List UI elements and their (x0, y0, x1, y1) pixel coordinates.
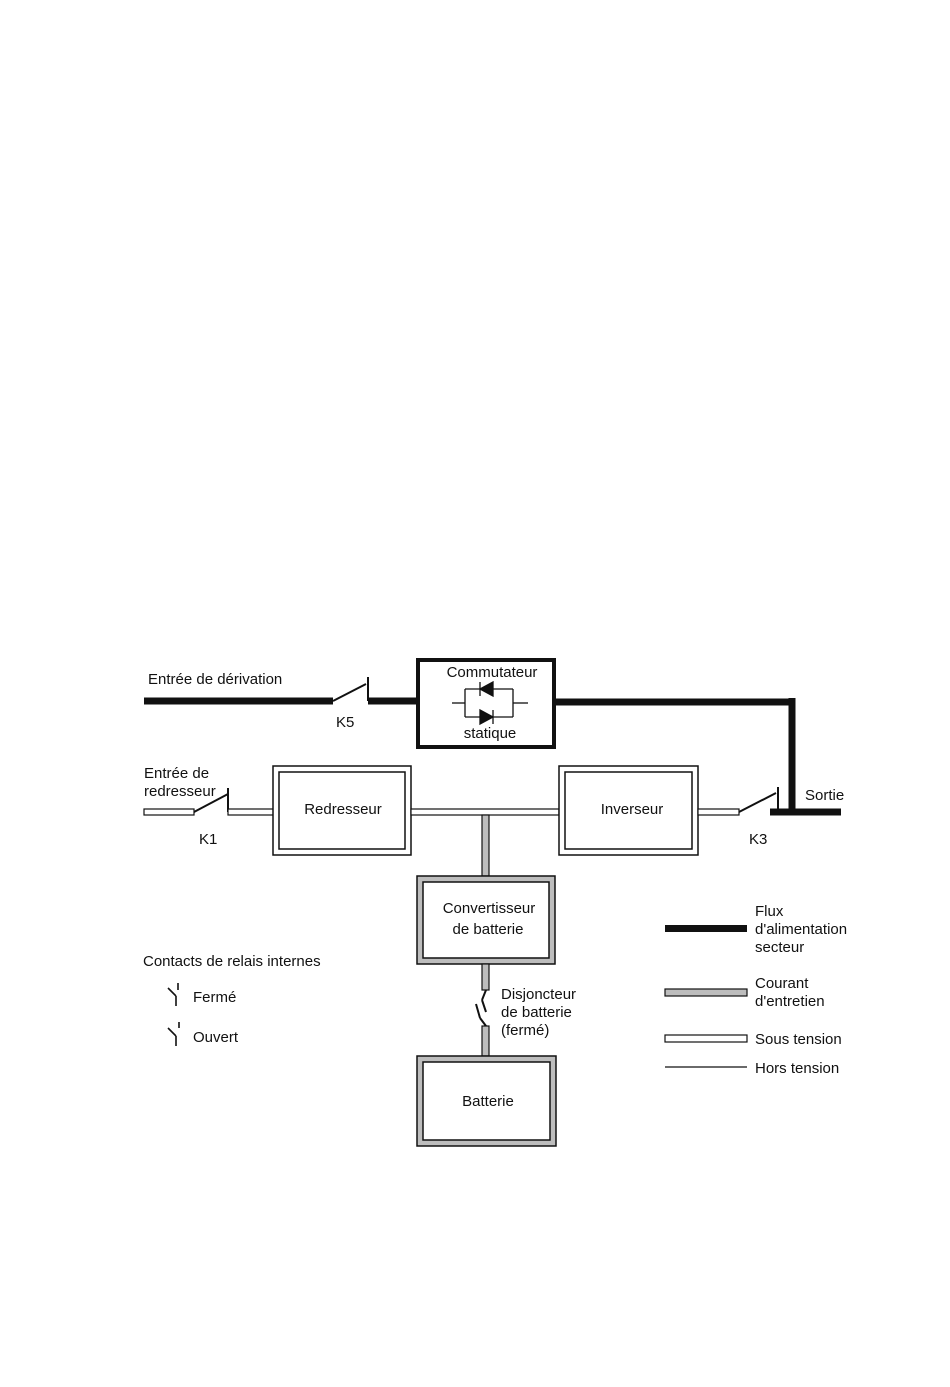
rectifier-input-label-2: redresseur (144, 783, 216, 800)
breaker-label-1: Disjoncteur (501, 986, 576, 1003)
open-contact-icon (168, 1022, 179, 1046)
breaker-label-2: de batterie (501, 1004, 572, 1021)
static-switch-label-2: statique (464, 725, 517, 742)
battery-converter-block (417, 876, 555, 964)
battery-converter-label-2: de batterie (453, 921, 524, 938)
battery-converter-label-1: Convertisseur (443, 900, 536, 917)
trickle-line-mid (482, 964, 489, 990)
rectifier-input-label-1: Entrée de (144, 765, 209, 782)
k3-label: K3 (749, 831, 767, 848)
dc-link-line (411, 809, 559, 815)
trickle-line-upper (482, 815, 489, 876)
inverter-output-line (698, 787, 778, 815)
static-switch-label-1: Commutateur (447, 664, 538, 681)
legend-energized-label: Sous tension (755, 1031, 842, 1048)
legend-mains-label-3: secteur (755, 939, 804, 956)
relay-open-label: Ouvert (193, 1029, 239, 1046)
inverter-label: Inverseur (601, 801, 664, 818)
legend-de-energized-label: Hors tension (755, 1060, 839, 1077)
closed-contact-icon (168, 983, 178, 1006)
legend-mains-label-2: d'alimentation (755, 921, 847, 938)
relay-legend-title: Contacts de relais internes (143, 953, 321, 970)
k1-label: K1 (199, 831, 217, 848)
rectifier-label: Redresseur (304, 801, 382, 818)
battery-breaker-contact (476, 990, 486, 1026)
legend-mains-label-1: Flux (755, 903, 784, 920)
output-label: Sortie (805, 787, 844, 804)
legend-trickle-label-1: Courant (755, 975, 809, 992)
relay-closed-label: Fermé (193, 989, 236, 1006)
breaker-label-3: (fermé) (501, 1022, 549, 1039)
mains-flow-swatch (665, 925, 747, 932)
legend-trickle-label-2: d'entretien (755, 993, 825, 1010)
trickle-current-swatch (665, 989, 747, 996)
energized-swatch (665, 1035, 747, 1042)
battery-label: Batterie (462, 1093, 514, 1110)
k5-contact (333, 677, 368, 701)
trickle-line-lower (482, 1026, 489, 1056)
bypass-input-label: Entrée de dérivation (148, 671, 282, 688)
k5-label: K5 (336, 714, 354, 731)
